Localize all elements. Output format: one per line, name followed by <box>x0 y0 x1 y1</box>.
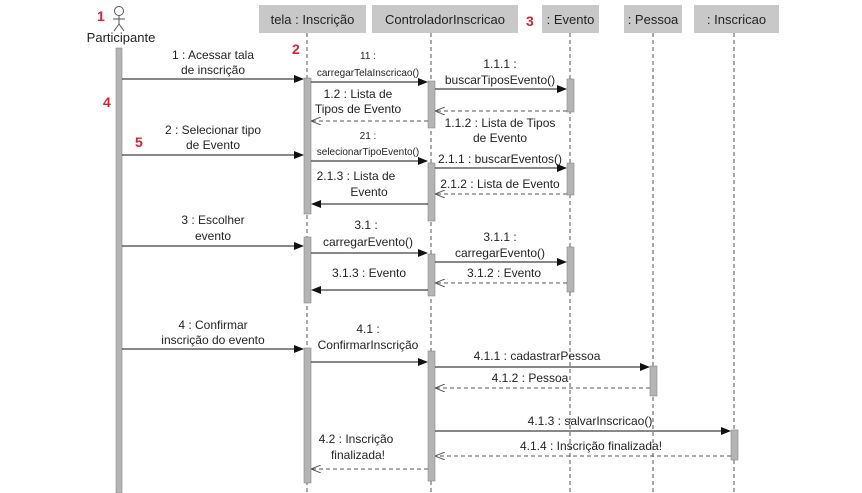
msg-42-line1: 4.2 : Inscrição <box>319 432 394 446</box>
lifeline-header-pessoa: : Pessoa <box>624 5 682 33</box>
activation-participante <box>115 47 123 493</box>
marker-3: 3 <box>526 13 534 29</box>
lifeline-header-inscricao: : Inscricao <box>694 5 779 33</box>
msg-213-line1: 2.1.3 : Lista de <box>317 169 396 183</box>
msg-411: 4.1.1 : cadastrarPessoa <box>474 349 601 363</box>
activation-inscricao <box>730 429 739 461</box>
msg-1-line1: 1 : Acessar tala <box>172 48 254 62</box>
marker-5: 5 <box>135 134 143 150</box>
msg-213-line2: Evento <box>350 185 388 199</box>
activation-evento-3 <box>566 246 575 293</box>
msg-211: 2.1.1 : buscarEventos() <box>438 152 562 166</box>
activations <box>115 47 739 493</box>
msg-12-line2: Tipos de Evento <box>315 102 402 116</box>
msg-2-line1: 2 : Selecionar tipo <box>165 123 261 137</box>
activation-controlador-3 <box>427 253 436 297</box>
activation-tela-1 <box>303 77 312 215</box>
activation-tela-3 <box>303 347 312 484</box>
msg-111-line2: buscarTiposEvento() <box>445 73 555 87</box>
msg-11-line2: carregarTelaInscricao() <box>317 68 419 79</box>
lifeline-header-evento: : Evento <box>542 5 599 33</box>
msg-112-line1: 1.1.2 : Lista de Tipos <box>445 116 556 130</box>
msg-413: 4.1.3 : salvarInscricao() <box>528 414 653 428</box>
activation-evento-2 <box>566 162 575 196</box>
activation-tela-2 <box>303 236 312 304</box>
msg-412: 4.1.2 : Pessoa <box>492 371 569 385</box>
msg-311-line1: 3.1.1 : <box>483 230 516 244</box>
marker-4: 4 <box>103 94 111 110</box>
lifeline-header-tela: tela : Inscrição <box>259 5 366 33</box>
marker-2: 2 <box>292 41 300 57</box>
lifeline-tela-label: tela : Inscrição <box>271 12 355 27</box>
msg-31-line2: carregarEvento() <box>323 235 413 249</box>
msg-41-line2: ConfirmarInscrição <box>318 338 419 352</box>
actor-participante <box>113 6 125 32</box>
msg-4-line2: inscrição do evento <box>161 333 265 347</box>
msg-111-line1: 1.1.1 : <box>483 57 516 71</box>
msg-311-line2: carregarEvento() <box>455 246 545 260</box>
msg-3-line2: evento <box>195 229 231 243</box>
lifeline-inscricao-label: : Inscricao <box>707 12 766 27</box>
lifeline-pessoa-label: : Pessoa <box>628 12 679 27</box>
msg-42-line2: finalizada! <box>331 448 385 462</box>
msg-4-line1: 4 : Confirmar <box>178 318 247 332</box>
msg-21-line2: selecionarTipoEvento() <box>317 147 419 158</box>
activation-evento-1 <box>566 78 575 113</box>
msg-1-line2: de inscrição <box>181 63 245 77</box>
actor-label: Participante <box>87 30 156 45</box>
msg-212: 2.1.2 : Lista de Evento <box>440 177 560 191</box>
msg-2-line2: de Evento <box>186 138 240 152</box>
msg-414: 4.1.4 : Inscrição finalizada! <box>520 439 662 453</box>
msg-41-line1: 4.1 : <box>356 322 379 336</box>
activation-controlador-2 <box>427 162 436 222</box>
msg-12-line1: 1.2 : Lista de <box>324 87 393 101</box>
msg-312: 3.1.2 : Evento <box>467 266 541 280</box>
msg-112-line2: de Evento <box>473 131 527 145</box>
activation-controlador-4 <box>427 350 436 482</box>
msg-21-line1: 21 : <box>360 131 377 142</box>
marker-1: 1 <box>97 8 105 24</box>
lifeline-controlador-label: ControladorInscricao <box>385 12 505 27</box>
activation-controlador-1 <box>427 80 436 129</box>
lifeline-evento-label: : Evento <box>547 12 595 27</box>
return-messages <box>312 111 731 469</box>
lifeline-header-controlador: ControladorInscricao <box>372 5 518 33</box>
msg-3-line1: 3 : Escolher <box>181 213 244 227</box>
msg-11-line1: 11 : <box>360 51 376 62</box>
sync-messages <box>122 75 731 435</box>
msg-313: 3.1.3 : Evento <box>332 266 406 280</box>
msg-31-line1: 3.1 : <box>354 218 377 232</box>
activation-pessoa <box>649 365 658 397</box>
